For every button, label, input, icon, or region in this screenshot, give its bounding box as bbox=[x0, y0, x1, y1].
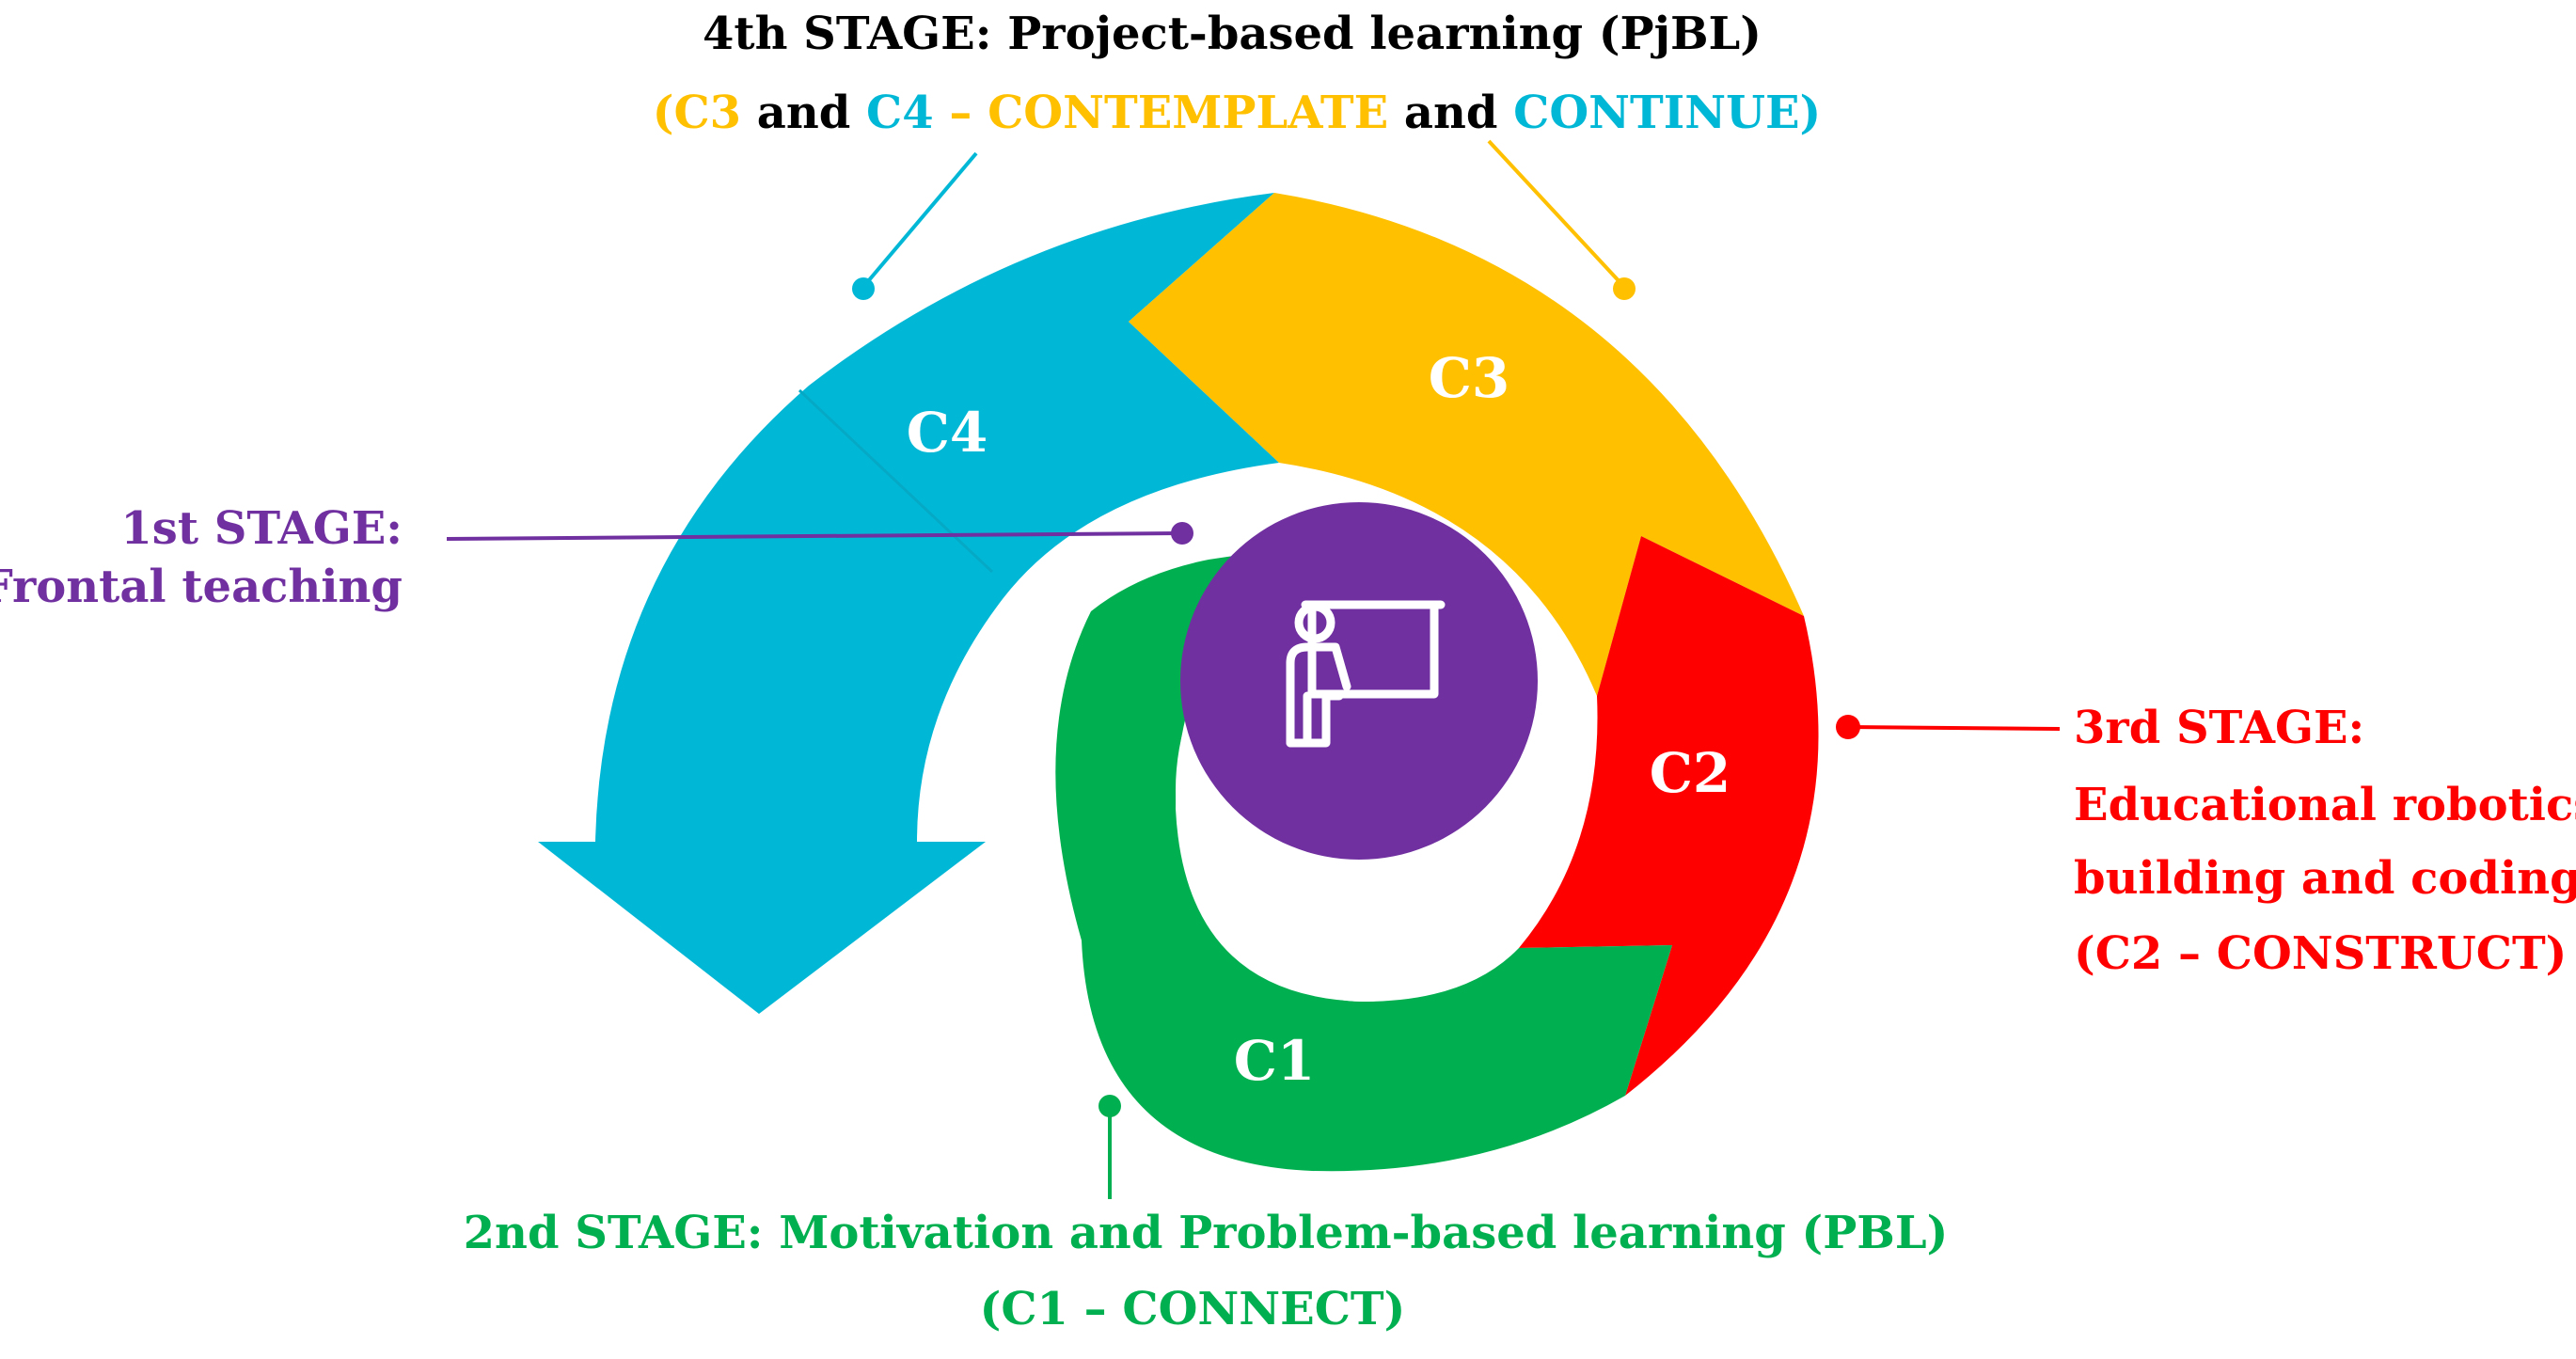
c4-label: C4 bbox=[907, 401, 988, 465]
stage4-subtitle: (C3 and C4 – CONTEMPLATE and CONTINUE) bbox=[653, 87, 1822, 139]
stage4-sub-close: ) bbox=[1800, 87, 1822, 139]
stage4-sub-dash: – bbox=[934, 87, 988, 139]
c1-segment bbox=[1055, 541, 1672, 1172]
stage4-c4-leader-line bbox=[861, 151, 978, 289]
stage3-line1: 3rd STAGE: bbox=[2074, 702, 2364, 754]
stage4-c4-leader-dot bbox=[852, 277, 875, 300]
stage1-line1: 1st STAGE: bbox=[120, 502, 403, 555]
c4-arrow-segment bbox=[538, 193, 1279, 1014]
stage2-line1: 2nd STAGE: Motivation and Problem-based … bbox=[464, 1207, 1949, 1259]
c3-segment bbox=[1129, 193, 1804, 696]
stage3-leader-dot bbox=[1836, 715, 1860, 739]
stage4-sub-c3: C3 bbox=[673, 87, 741, 139]
c3-label: C3 bbox=[1429, 346, 1510, 410]
c2-segment bbox=[1519, 536, 1819, 1096]
stage4-c3-leader-dot bbox=[1613, 277, 1636, 300]
c1-label: C1 bbox=[1234, 1029, 1316, 1093]
stage3-leader-line bbox=[1847, 725, 2061, 731]
stage3-line3: building and coding bbox=[2074, 852, 2576, 905]
c2-label: C2 bbox=[1650, 741, 1731, 805]
stage1-line2: Frontal teaching bbox=[0, 561, 403, 613]
center-circle bbox=[1180, 502, 1538, 860]
teacher-at-board-icon bbox=[1286, 600, 1446, 748]
stage2-line2: (C1 – CONNECT) bbox=[980, 1283, 1406, 1335]
stage2-leader-dot bbox=[1098, 1095, 1121, 1117]
stage4-title: 4th STAGE: Project-based learning (PjBL) bbox=[703, 8, 1762, 60]
stage3-line2: Educational robotics, bbox=[2074, 779, 2576, 831]
c4-fold-line bbox=[798, 388, 994, 574]
stage3-line4: (C2 – CONSTRUCT) bbox=[2074, 927, 2567, 980]
stage1-leader-dot bbox=[1171, 522, 1193, 545]
stage1-leader-line bbox=[446, 531, 1181, 541]
stage4-sub-open: ( bbox=[653, 87, 674, 139]
stage4-sub-and2: and bbox=[1388, 87, 1513, 139]
stage4-sub-c4: C4 bbox=[866, 87, 934, 139]
stage4-sub-contemplate: CONTEMPLATE bbox=[988, 87, 1388, 139]
stage4-sub-continue: CONTINUE bbox=[1513, 87, 1799, 139]
stage4-c3-leader-line bbox=[1487, 139, 1626, 289]
stage4-sub-and1: and bbox=[741, 87, 866, 139]
